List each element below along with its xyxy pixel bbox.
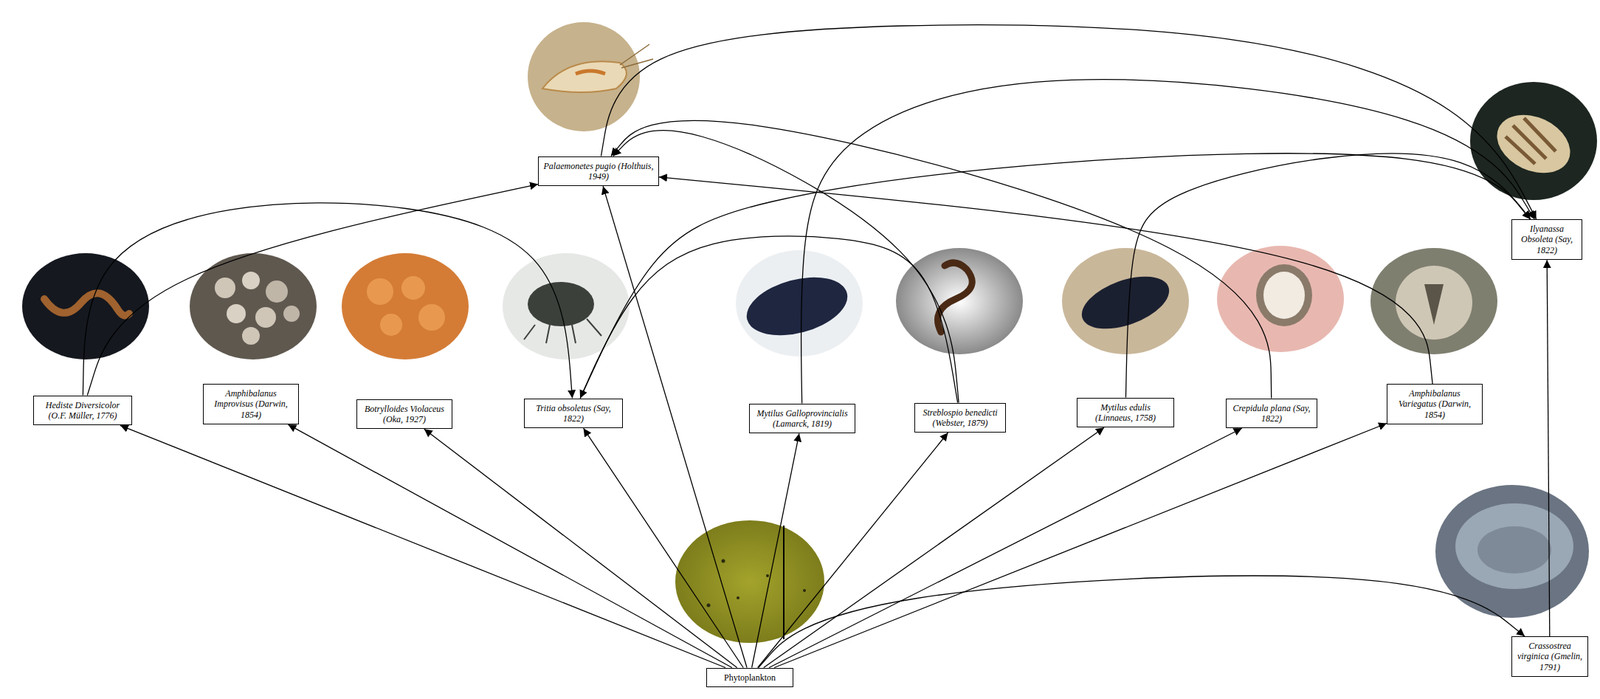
species-box: Mytilus edulis (Linnaeus, 1758) [1076, 397, 1175, 429]
species-box: Amphibalanus Variegatus (Darwin, 1854) [1386, 383, 1483, 425]
slipper-shell-photo [1216, 245, 1344, 353]
feeding-arrow [580, 153, 1530, 399]
species-name: Phytoplankton [711, 672, 789, 683]
species-box: Crepidula plana (Say, 1822) [1225, 398, 1318, 429]
feeding-arrow [613, 130, 959, 403]
feeding-arrow [600, 25, 1536, 220]
feeding-arrow [774, 423, 1387, 668]
species-name: Streblospio benedicti (Webster, 1879) [919, 407, 1001, 429]
feeding-arrow [287, 424, 733, 668]
feeding-arrow [611, 120, 1272, 398]
tunicate-photo [341, 253, 469, 360]
species-box: Hediste Diversicolor (O.F. Müller, 1776) [33, 395, 133, 426]
species-box: Tritia obsoletus (Say, 1822) [523, 398, 623, 429]
isopod-photo [502, 253, 630, 360]
species-name: Crepidula plana (Say, 1822) [1230, 402, 1313, 425]
barnacle-photo [1370, 247, 1498, 355]
species-box: Amphibalanus Improvisus (Darwin, 1854) [202, 383, 299, 425]
feeding-arrow [82, 202, 572, 399]
species-box: Botrylloides Violaceus (Oka, 1927) [356, 399, 453, 430]
species-box: Phytoplankton [706, 667, 794, 688]
phytoplankton-photo [675, 520, 825, 643]
oyster-photo [1435, 484, 1589, 618]
feeding-arrow [424, 428, 738, 668]
mussel-photo [735, 250, 863, 357]
feeding-arrow [602, 185, 747, 668]
species-name: Mytilus Galloprovincialis (Lamarck, 1819… [754, 408, 851, 430]
species-name: Amphibalanus Improvisus (Darwin, 1854) [208, 388, 294, 420]
feeding-arrow [757, 432, 949, 668]
species-name: Mytilus edulis (Linnaeus, 1758) [1081, 402, 1170, 424]
feeding-arrow [763, 427, 1105, 668]
feeding-arrow [769, 428, 1243, 668]
polychaete-photo [895, 247, 1023, 355]
feeding-arrow [1546, 259, 1550, 637]
species-name: Hediste Diversicolor (O.F. Müller, 1776) [38, 400, 127, 422]
species-name: Tritia obsoletus (Say, 1822) [529, 402, 618, 425]
feeding-arrow [87, 184, 539, 396]
feeding-arrow [659, 177, 1433, 384]
snail-photo [1470, 81, 1598, 200]
feeding-arrow [583, 428, 744, 668]
feeding-arrow [580, 236, 958, 403]
species-name: Botrylloides Violaceus (Oka, 1927) [361, 403, 448, 426]
species-box: Palaemonetes pugio (Holthuis, 1949) [538, 156, 660, 187]
feeding-arrow [1125, 153, 1530, 398]
feeding-arrow [758, 575, 1525, 668]
species-box: Ilyanassa Obsoleta (Say, 1822) [1511, 219, 1583, 260]
mussel-photo [1061, 247, 1189, 355]
feeding-arrow [752, 433, 800, 668]
species-name: Amphibalanus Variegatus (Darwin, 1854) [1391, 388, 1478, 420]
species-name: Ilyanassa Obsoleta (Say, 1822) [1516, 223, 1578, 256]
species-name: Crassostrea virginica (Gmelin, 1791) [1516, 640, 1584, 673]
worm-photo [22, 253, 150, 360]
species-name: Palaemonetes pugio (Holthuis, 1949) [543, 160, 654, 183]
species-box: Crassostrea virginica (Gmelin, 1791) [1511, 636, 1589, 677]
species-box: Streblospio benedicti (Webster, 1879) [914, 402, 1006, 434]
species-box: Mytilus Galloprovincialis (Lamarck, 1819… [749, 403, 856, 434]
feeding-arrow [120, 425, 726, 668]
feeding-arrow [800, 79, 1535, 404]
